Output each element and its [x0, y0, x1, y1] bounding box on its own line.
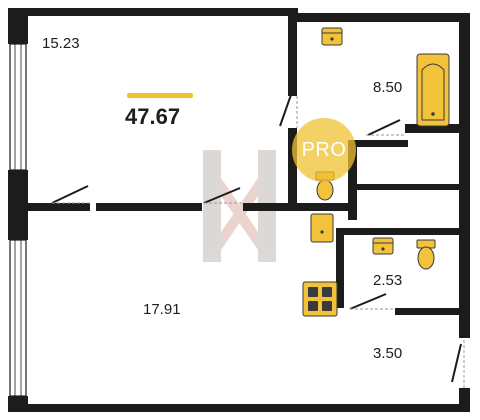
- bathtub-inner: [421, 63, 445, 121]
- wall-outer-left-top: [8, 8, 28, 44]
- wall-middle: [28, 203, 90, 211]
- wall-wc-top: [340, 228, 460, 235]
- pro-badge-text: PRO: [301, 138, 347, 161]
- watermark-logo: [203, 150, 276, 262]
- wall-middle-c: [243, 203, 348, 211]
- wc-sink-drain: [381, 247, 385, 251]
- wall-wc-left: [336, 228, 344, 308]
- door-living-leaf: [51, 185, 89, 204]
- kitchen-sink-drain: [320, 230, 324, 234]
- toilet-main-bowl: [316, 179, 334, 201]
- bath-sink: [321, 27, 343, 46]
- total-area-label: 47.67: [125, 104, 181, 129]
- wall-bath-top: [288, 13, 468, 22]
- total-area-accent-bar: [127, 93, 193, 98]
- wall-closet-left: [348, 140, 357, 220]
- door-wc-leaf: [349, 293, 387, 310]
- walls: [8, 8, 470, 412]
- windows: [9, 43, 27, 397]
- wall-bath-right: [459, 13, 470, 128]
- door-closet-leaf: [367, 119, 401, 136]
- bath-sink-drain: [330, 37, 334, 41]
- wall-bath-left-lower: [288, 128, 297, 208]
- bathtub-drain: [431, 112, 435, 116]
- wall-bath-left: [288, 8, 297, 96]
- stove: [302, 281, 338, 317]
- watermark-diagonal-b: [221, 178, 258, 250]
- stove-burner-3: [308, 301, 318, 311]
- room-area-hallway: 3.50: [373, 345, 403, 362]
- door-hall-leaf: [203, 187, 241, 204]
- door-entry-leaf: [451, 343, 462, 383]
- bathtub: [416, 53, 450, 127]
- wall-right-outer: [459, 128, 470, 338]
- wall-outer-bottom: [8, 404, 470, 412]
- pro-badge: PRO: [292, 118, 356, 182]
- window-living-frame: [9, 43, 27, 171]
- watermark-bar-left: [203, 150, 221, 262]
- wall-closet-top: [348, 140, 408, 147]
- wall-outer-top: [8, 8, 298, 16]
- room-area-wc: 2.53: [373, 272, 403, 289]
- doors: [51, 91, 465, 388]
- wc-sink: [372, 237, 394, 255]
- wall-wc-bottom: [395, 308, 460, 315]
- room-area-bedroom: 17.91: [143, 301, 181, 318]
- door-bath-leaf: [279, 91, 293, 127]
- wall-closet-mid: [348, 184, 460, 190]
- kitchen-sink: [310, 213, 334, 243]
- wc-toilet-bowl: [417, 246, 435, 270]
- wall-kitchen-stub: [298, 203, 342, 211]
- fixtures: [302, 27, 450, 317]
- room-area-living: 15.23: [42, 35, 80, 52]
- wall-middle-b: [96, 203, 202, 211]
- stove-burner-4: [322, 301, 332, 311]
- room-area-bathroom: 8.50: [373, 79, 403, 96]
- window-bedroom-frame: [9, 239, 27, 397]
- stove-burner-2: [322, 287, 332, 297]
- wall-bath-bottom: [405, 124, 470, 133]
- wall-right-lower: [459, 388, 470, 410]
- wall-outer-left-mid: [8, 170, 28, 240]
- stove-burner-1: [308, 287, 318, 297]
